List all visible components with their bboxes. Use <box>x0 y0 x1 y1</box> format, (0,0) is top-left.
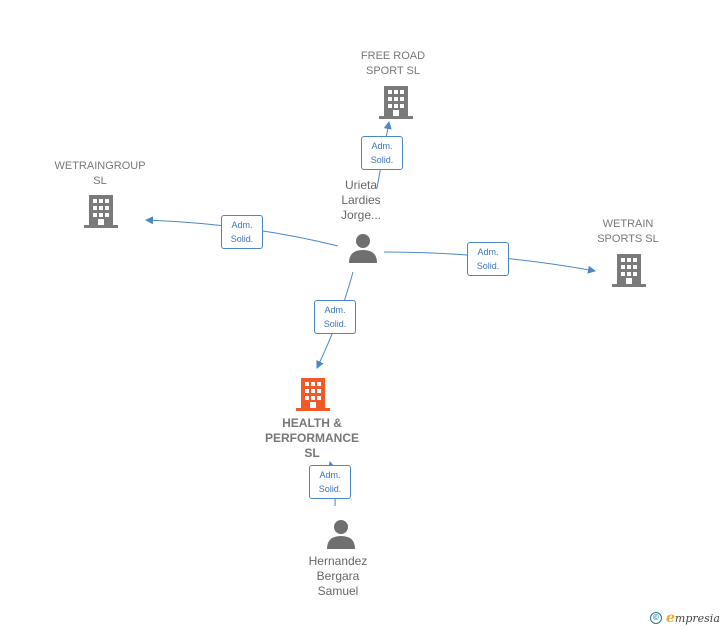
credit[interactable]: © empresia <box>650 610 720 626</box>
company-label-wetraingroup[interactable]: WETRAINGROUP SL <box>54 160 146 187</box>
edge-badge-free-road[interactable]: Adm. Solid. <box>361 136 403 170</box>
edge-badge-wetraingroup[interactable]: Adm. Solid. <box>221 215 263 249</box>
badge-role: Adm. <box>324 305 346 315</box>
badge-role: Adm. <box>231 220 253 230</box>
copyright-icon: © <box>650 612 662 624</box>
badge-role-detail: Solid. <box>476 261 500 271</box>
edge-badge-health-urieta[interactable]: Adm. Solid. <box>314 300 356 334</box>
badge-role-detail: Solid. <box>370 155 394 165</box>
badge-role: Adm. <box>371 141 393 151</box>
badge-role-detail: Solid. <box>318 484 342 494</box>
building-icon-focus[interactable] <box>296 376 330 412</box>
person-icon[interactable] <box>326 518 356 550</box>
company-label-health-performance[interactable]: HEALTH & PERFORMANCE SL <box>264 416 359 460</box>
badge-role: Adm. <box>477 247 499 257</box>
brand-logo: empresia <box>666 610 720 626</box>
person-icon[interactable] <box>348 232 378 264</box>
badge-role: Adm. <box>319 470 341 480</box>
company-label-wetrain-sports[interactable]: WETRAIN SPORTS SL <box>597 218 659 245</box>
person-label-urieta[interactable]: Urieta Lardies Jorge... <box>340 178 382 222</box>
building-icon[interactable] <box>84 193 118 229</box>
badge-role-detail: Solid. <box>230 234 254 244</box>
edge-badge-wetrain-sports[interactable]: Adm. Solid. <box>467 242 509 276</box>
company-label-free-road-sport[interactable]: FREE ROAD SPORT SL <box>360 50 426 77</box>
building-icon[interactable] <box>612 252 646 288</box>
badge-role-detail: Solid. <box>323 319 347 329</box>
person-label-hernandez[interactable]: Hernandez Bergara Samuel <box>308 554 368 598</box>
edge-badge-health-hernandez[interactable]: Adm. Solid. <box>309 465 351 499</box>
building-icon[interactable] <box>379 84 413 120</box>
